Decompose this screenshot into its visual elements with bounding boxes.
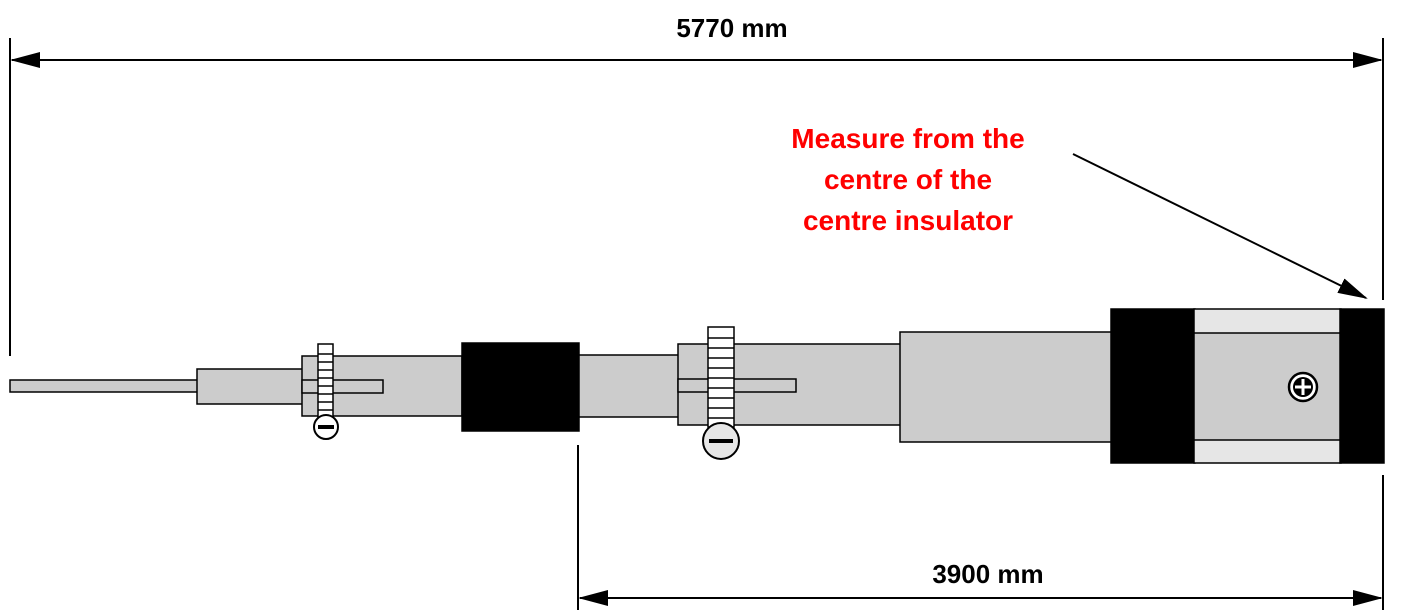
screw-minus-icon: [313, 414, 339, 440]
insulator-2: [1110, 308, 1196, 464]
screw-plus-icon: [1287, 371, 1319, 403]
slot-2: [677, 378, 797, 393]
slot-1: [301, 379, 384, 394]
overall-dimension: 5770 mm: [9, 13, 1384, 356]
annotation: Measure from the centre of the centre in…: [791, 123, 1368, 299]
tube-section-5: [899, 331, 1113, 443]
antenna-body: [9, 308, 1385, 464]
section-length-label: 3900 mm: [932, 559, 1043, 589]
annotation-line-3: centre insulator: [803, 205, 1013, 236]
annotation-leader-arrow: [1072, 153, 1368, 299]
annotation-line-1: Measure from the: [791, 123, 1024, 154]
annotation-line-2: centre of the: [824, 164, 992, 195]
centre-insulator: [1339, 308, 1385, 464]
insulator-1: [461, 342, 580, 432]
hose-clamp-icon: [707, 326, 735, 428]
tip-rod: [9, 379, 201, 393]
screw-minus-icon: [702, 422, 740, 460]
section-dimension: 3900 mm: [577, 445, 1384, 610]
tube-section-3: [578, 354, 680, 418]
overall-length-label: 5770 mm: [676, 13, 787, 43]
center-tube: [1193, 332, 1342, 441]
hose-clamp-icon: [317, 343, 334, 419]
tube-section-1: [196, 368, 306, 405]
